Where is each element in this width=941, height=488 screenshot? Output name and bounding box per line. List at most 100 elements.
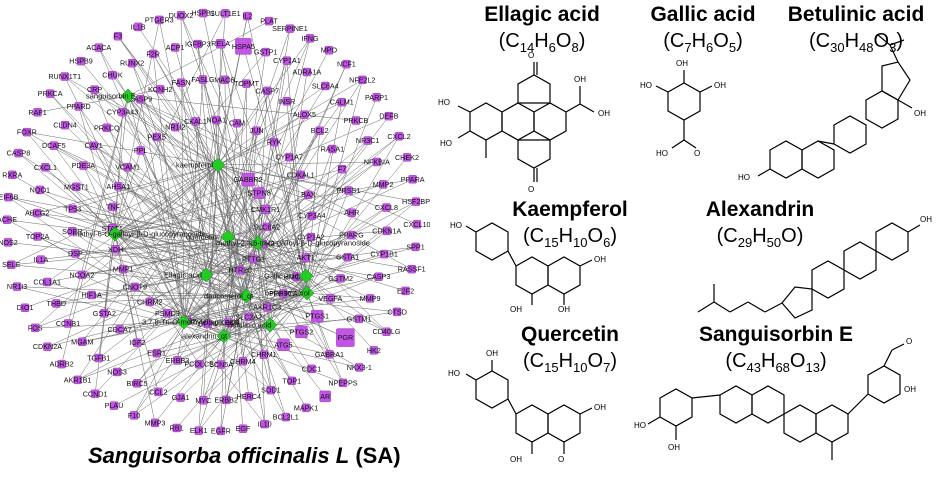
target-node[interactable] <box>287 376 297 386</box>
target-node[interactable] <box>14 148 23 158</box>
target-node[interactable] <box>337 164 347 174</box>
compound-node[interactable] <box>238 288 254 304</box>
target-node[interactable] <box>336 328 355 347</box>
target-node[interactable] <box>193 39 203 49</box>
target-node[interactable] <box>263 302 272 312</box>
compound-node[interactable] <box>107 226 123 242</box>
target-node[interactable] <box>133 338 142 347</box>
target-node[interactable] <box>78 337 87 346</box>
target-node[interactable] <box>216 360 226 369</box>
target-node[interactable] <box>113 32 123 41</box>
target-node[interactable] <box>145 297 154 307</box>
target-node[interactable] <box>338 378 348 388</box>
target-node[interactable] <box>238 424 248 433</box>
target-node[interactable] <box>260 419 269 429</box>
target-node[interactable] <box>249 254 258 263</box>
target-node[interactable] <box>176 11 186 20</box>
target-node[interactable] <box>412 220 422 229</box>
target-node[interactable] <box>279 289 288 298</box>
target-node[interactable] <box>242 79 251 88</box>
target-node[interactable] <box>114 182 123 191</box>
target-node[interactable] <box>100 309 109 318</box>
target-node[interactable] <box>277 338 290 351</box>
target-node[interactable] <box>33 108 42 117</box>
target-node[interactable] <box>363 136 372 145</box>
target-node[interactable] <box>326 294 335 303</box>
target-node[interactable] <box>31 323 40 333</box>
target-node[interactable] <box>173 356 182 365</box>
target-node[interactable] <box>407 264 416 274</box>
target-node[interactable] <box>220 75 230 85</box>
target-node[interactable] <box>36 255 46 264</box>
target-node[interactable] <box>408 175 417 184</box>
target-node[interactable] <box>63 319 73 328</box>
target-node[interactable] <box>343 253 352 262</box>
target-node[interactable] <box>176 393 185 402</box>
target-node[interactable] <box>45 89 55 98</box>
target-node[interactable] <box>60 120 70 130</box>
target-node[interactable] <box>411 242 420 252</box>
target-node[interactable] <box>311 310 324 323</box>
target-node[interactable] <box>236 265 245 275</box>
target-node[interactable] <box>212 115 221 125</box>
target-node[interactable] <box>382 226 391 236</box>
target-node[interactable] <box>337 98 346 107</box>
target-node[interactable] <box>108 202 118 212</box>
target-node[interactable] <box>358 75 367 85</box>
target-node[interactable] <box>262 222 271 232</box>
target-node[interactable] <box>355 363 364 372</box>
target-node[interactable] <box>215 39 226 49</box>
target-node[interactable] <box>263 86 272 96</box>
target-node[interactable] <box>33 232 42 241</box>
target-node[interactable] <box>347 208 356 217</box>
target-node[interactable] <box>33 208 42 218</box>
target-node[interactable] <box>68 227 77 236</box>
target-node[interactable] <box>87 290 96 300</box>
compound-node[interactable] <box>176 314 192 330</box>
target-node[interactable] <box>351 116 361 125</box>
target-node[interactable] <box>112 367 122 377</box>
target-node[interactable] <box>347 230 356 240</box>
target-node[interactable] <box>253 187 265 199</box>
target-node[interactable] <box>282 97 291 106</box>
target-node[interactable] <box>203 319 212 329</box>
target-node[interactable] <box>74 102 83 111</box>
compound-node[interactable] <box>299 285 315 301</box>
target-node[interactable] <box>127 58 137 68</box>
target-node[interactable] <box>123 163 132 172</box>
target-node[interactable] <box>150 418 160 428</box>
target-node[interactable] <box>152 348 161 358</box>
target-node[interactable] <box>344 186 353 195</box>
target-node[interactable] <box>401 286 410 296</box>
target-node[interactable] <box>374 272 383 281</box>
target-node[interactable] <box>102 123 111 132</box>
compound-node[interactable] <box>120 88 136 104</box>
target-node[interactable] <box>57 359 66 369</box>
target-node[interactable] <box>8 170 17 180</box>
target-node[interactable] <box>244 392 254 401</box>
target-node[interactable] <box>7 260 16 269</box>
compound-node[interactable] <box>198 267 214 283</box>
target-node[interactable] <box>264 16 274 26</box>
target-node[interactable] <box>194 359 204 369</box>
target-node[interactable] <box>235 38 252 55</box>
target-node[interactable] <box>342 59 351 69</box>
target-node[interactable] <box>301 253 310 262</box>
target-node[interactable] <box>270 137 279 147</box>
target-node[interactable] <box>300 110 309 119</box>
target-node[interactable] <box>411 197 421 206</box>
target-node[interactable] <box>172 423 181 433</box>
target-node[interactable] <box>382 203 391 212</box>
target-node[interactable] <box>319 390 331 403</box>
target-node[interactable] <box>336 274 345 283</box>
target-node[interactable] <box>60 72 69 81</box>
target-node[interactable] <box>365 294 375 303</box>
target-node[interactable] <box>259 350 269 359</box>
target-node[interactable] <box>379 249 389 259</box>
target-node[interactable] <box>77 270 87 280</box>
target-node[interactable] <box>221 9 230 18</box>
target-node[interactable] <box>4 192 13 202</box>
target-node[interactable] <box>191 117 200 126</box>
target-node[interactable] <box>238 357 248 366</box>
target-node[interactable] <box>281 412 290 422</box>
